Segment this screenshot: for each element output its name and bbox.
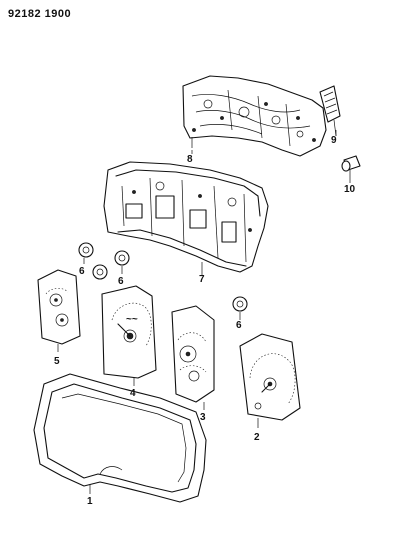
part-8-circuit-board (182, 75, 327, 157)
callout-8: 8 (187, 154, 193, 165)
part-6-unit-d (232, 296, 248, 320)
part-1-lens-bezel (33, 373, 207, 503)
diagram-code: 92182 1900 (8, 8, 72, 20)
callout-6-right: 6 (236, 320, 242, 331)
callout-3: 3 (200, 412, 206, 423)
part-10-bulb-socket (341, 155, 361, 180)
callout-4: 4 (130, 388, 136, 399)
part-6-unit-c (114, 250, 130, 274)
svg-text:~~: ~~ (126, 314, 138, 325)
callout-5: 5 (54, 356, 60, 367)
part-6-unit-a (78, 242, 94, 264)
part-5-gauge (37, 269, 81, 352)
callout-6-middle: 6 (118, 276, 124, 287)
part-2-speedometer-dial (239, 333, 301, 428)
part-3-gauge-plate (171, 305, 215, 410)
part-4-tachometer-dial: ~~ (101, 285, 157, 386)
callout-2: 2 (254, 432, 260, 443)
callout-9: 9 (331, 135, 337, 146)
part-7-cluster-housing (103, 161, 269, 276)
callout-6-left: 6 (79, 266, 85, 277)
part-9-connector (319, 85, 341, 137)
leader-lines (191, 130, 351, 183)
callout-7: 7 (199, 274, 205, 285)
callout-10: 10 (344, 184, 356, 195)
part-6-unit-b (92, 264, 108, 280)
callout-1: 1 (87, 496, 93, 507)
